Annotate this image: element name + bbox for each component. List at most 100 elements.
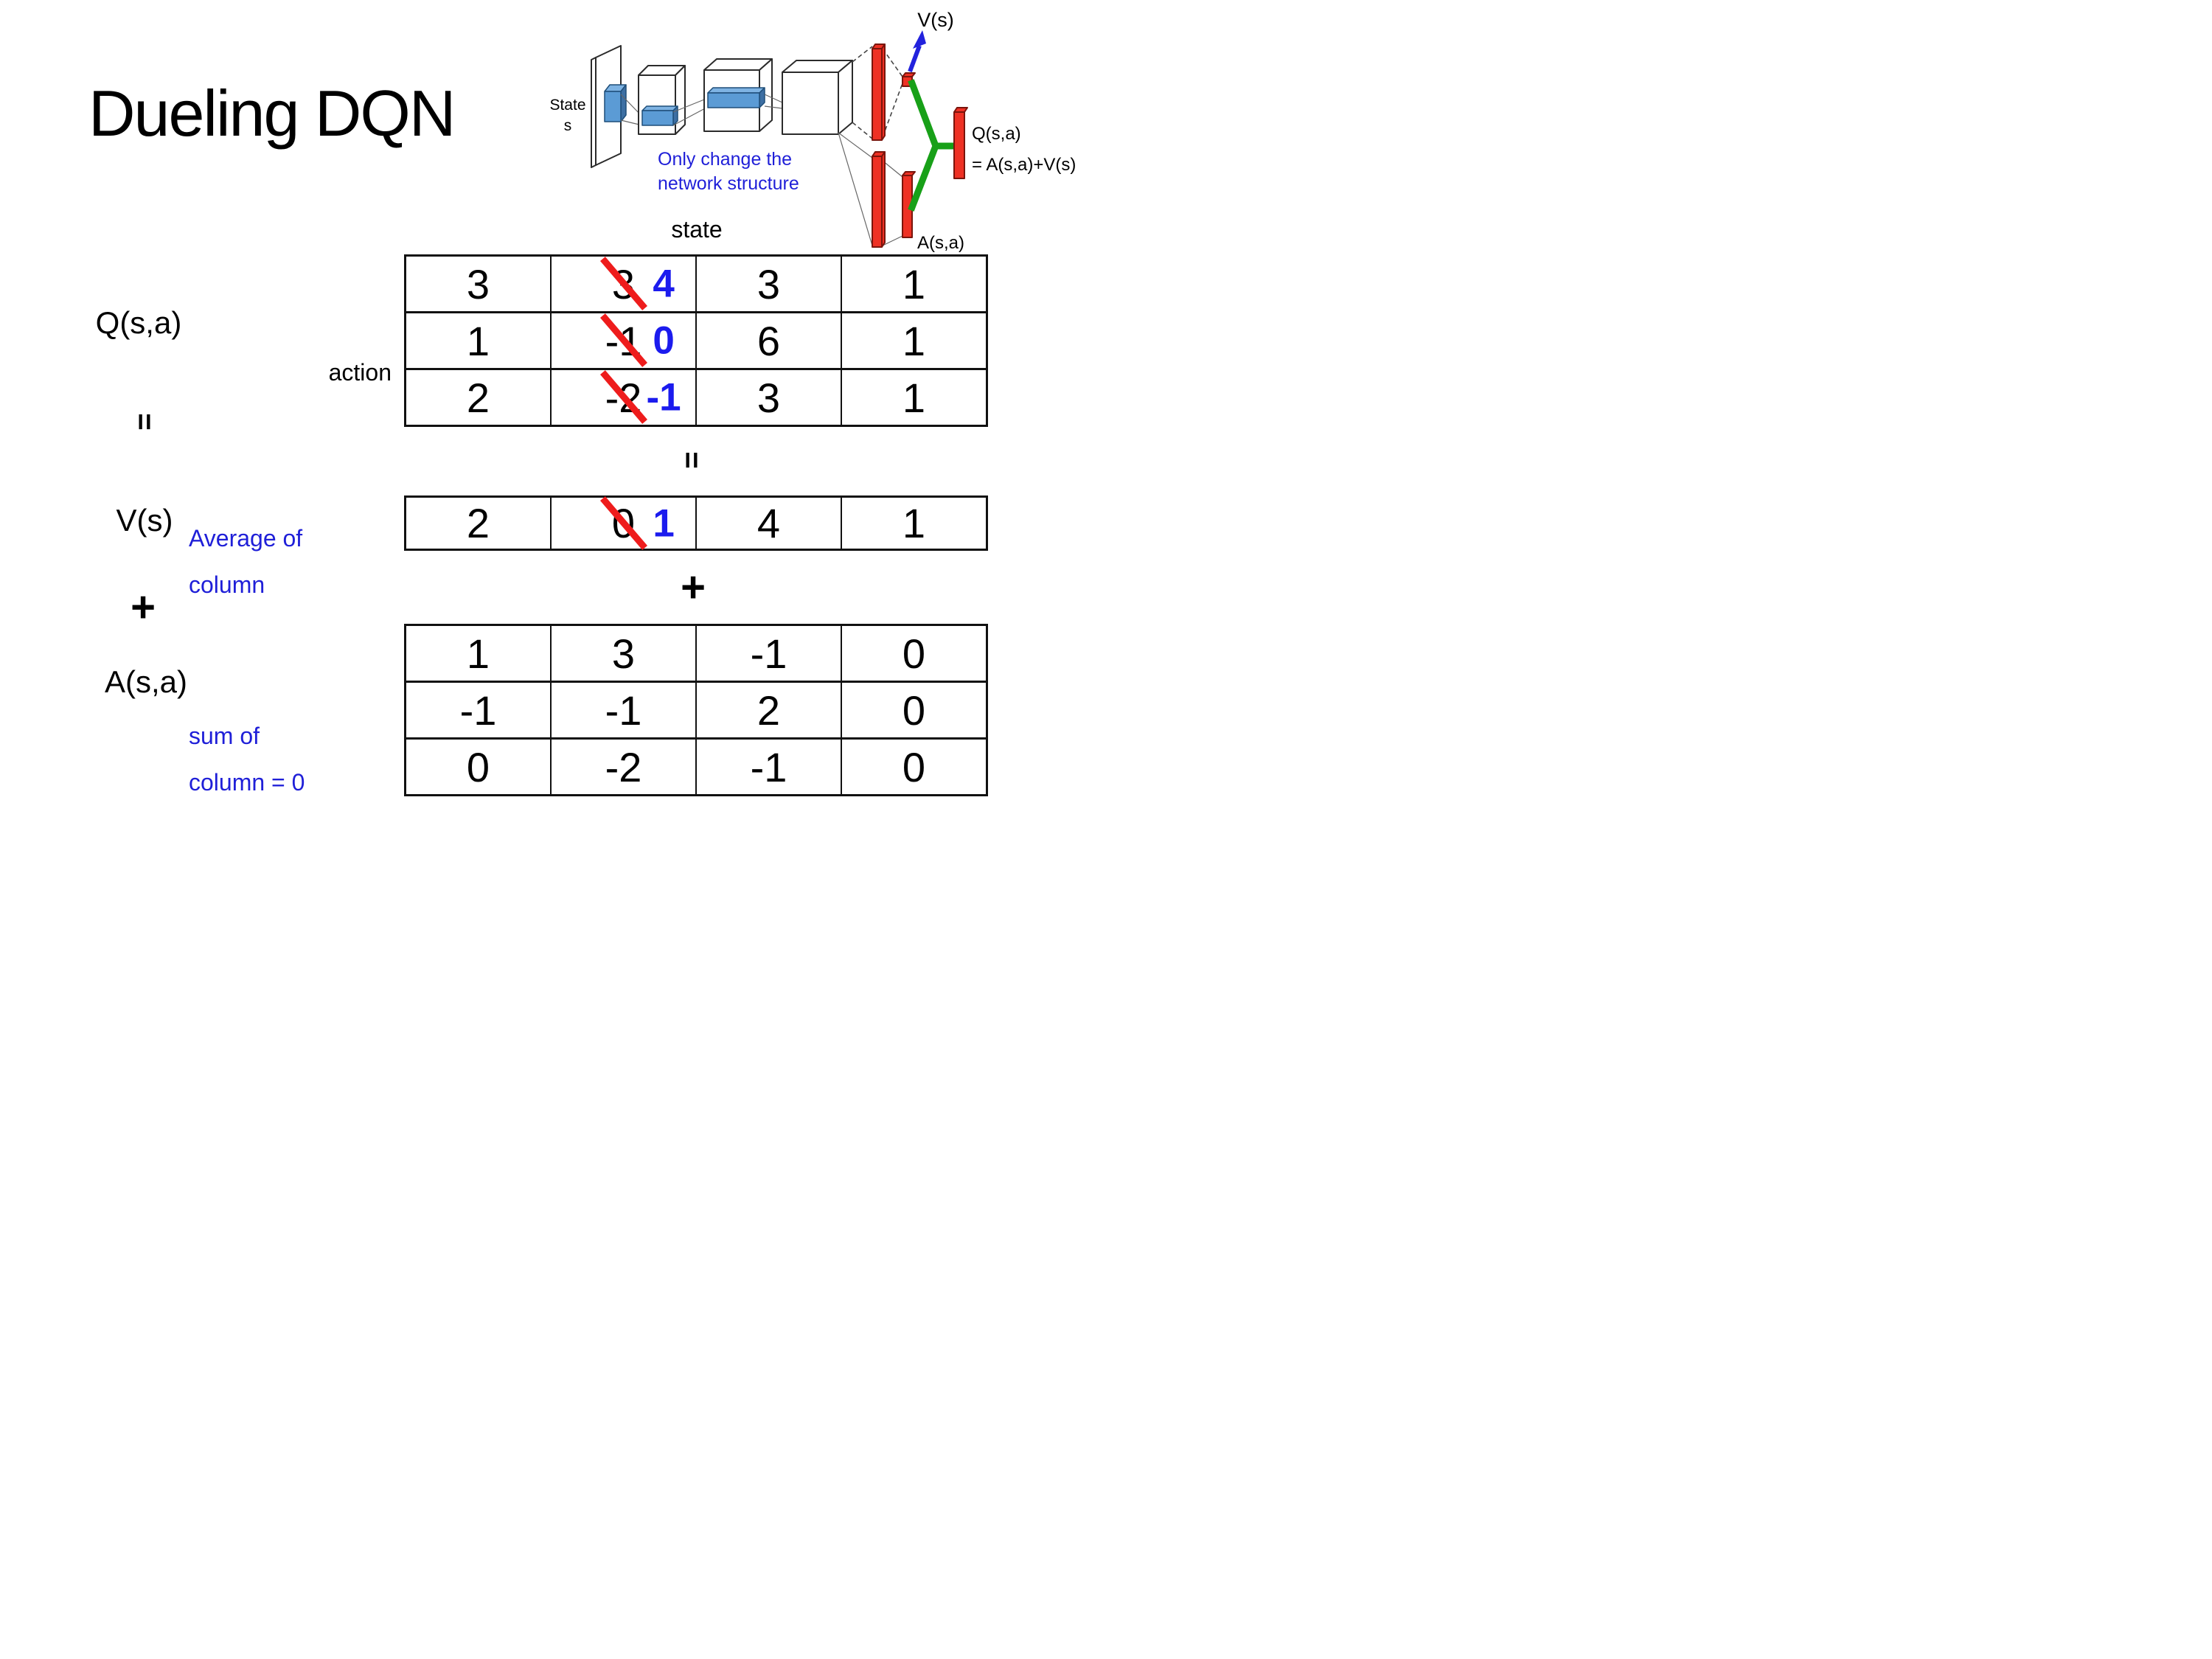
connector-line <box>620 119 643 126</box>
dashed-connector <box>882 83 903 138</box>
cell-value: -1 <box>750 630 787 677</box>
cell-value: 3 <box>757 374 781 421</box>
conv-box-4 <box>782 72 839 135</box>
conv-filter-3-side-icon <box>759 87 765 108</box>
cell-value: 2 <box>466 500 490 546</box>
table-cell: 34 <box>552 257 697 311</box>
table-cell: 01 <box>552 495 697 550</box>
q-function-label: Q(s,a) <box>95 305 182 340</box>
average-note-line2: column <box>189 571 265 598</box>
connector-line <box>672 106 709 126</box>
advantage-node <box>902 175 913 238</box>
connector-line <box>620 94 643 117</box>
cell-value: 0 <box>466 743 490 790</box>
conv-box-3 <box>703 69 760 132</box>
table-cell: -1 <box>552 683 697 737</box>
fc-bar-advantage <box>872 156 883 248</box>
table-cell: 4 <box>697 498 842 549</box>
connector-line <box>764 105 783 109</box>
table-cell: 2 <box>697 683 842 737</box>
table-cell: -2 <box>552 740 697 794</box>
connector-line <box>882 235 903 246</box>
fc-bar-advantage-side <box>881 151 886 248</box>
cell-value: 1 <box>902 260 926 307</box>
cell-value: 6 <box>757 317 781 364</box>
sum-note-line1: sum of <box>189 723 260 749</box>
connector-line <box>672 97 709 113</box>
dashed-connector <box>852 46 873 63</box>
diagram-state-s-label: s <box>564 117 572 134</box>
table-cell: -1 <box>406 683 552 737</box>
table-cell: 0 <box>842 626 986 681</box>
cell-value: 1 <box>902 374 926 421</box>
action-axis-label: action <box>328 359 392 386</box>
cell-value: 3 <box>757 260 781 307</box>
value-node-top <box>902 72 916 77</box>
vs-arrow <box>908 44 922 73</box>
corrected-value: 0 <box>653 319 675 363</box>
table-cell: 3 <box>697 257 842 311</box>
diagram-state-label: State <box>549 97 585 114</box>
conv-filter-2-side-icon <box>672 105 678 126</box>
corrected-value: -1 <box>646 375 681 420</box>
corrected-value: 1 <box>653 501 675 545</box>
conv-filter-2-top-icon <box>641 105 678 111</box>
average-of-column-note: Average of column <box>189 515 302 608</box>
diagram-vs-label: V(s) <box>917 9 954 31</box>
advantage-function-label: A(s,a) <box>104 664 187 699</box>
conv-filter-3-top-icon <box>707 87 765 94</box>
table-cell: -1 <box>697 740 842 794</box>
fc-bar-advantage-top <box>872 151 886 157</box>
q-output-bar-top <box>953 107 968 113</box>
conv-box-4-top <box>782 60 853 73</box>
table-cell: -1 <box>697 626 842 681</box>
conv-filter-1-icon <box>604 91 622 122</box>
cell-value: 0 <box>902 630 926 677</box>
diagram-qsa-formula: = A(s,a)+V(s) <box>972 155 1076 175</box>
equals-sign-center: = <box>675 451 708 469</box>
connector-line <box>764 94 783 103</box>
connector-line <box>838 132 873 246</box>
table-cell: -2-1 <box>552 370 697 425</box>
cell-value: 2 <box>466 374 490 421</box>
conv-box-4-side <box>838 60 853 135</box>
value-node <box>902 76 913 87</box>
conv-filter-1-top-icon <box>604 84 627 92</box>
table-cell: 2 <box>406 498 552 549</box>
conv-box-2-top <box>638 65 686 76</box>
connector-line <box>882 160 903 178</box>
dashed-connector <box>852 122 873 139</box>
cell-value: 3 <box>611 630 636 677</box>
average-note-line1: Average of <box>189 525 303 552</box>
cell-value: -1 <box>750 743 787 790</box>
sum-note-line2: column = 0 <box>189 769 305 796</box>
fc-bar-value-top <box>872 44 886 49</box>
table-cell: 0 <box>406 740 552 794</box>
plus-sign-left: + <box>131 583 156 631</box>
input-sheet <box>595 45 622 166</box>
conv-filter-2-icon <box>641 110 674 126</box>
diagram-qsa-label: Q(s,a) <box>972 124 1021 144</box>
table-cell: 6 <box>697 313 842 368</box>
fc-bar-value <box>872 48 883 141</box>
table-cell: 3 <box>697 370 842 425</box>
conv-filter-1-side-icon <box>620 84 627 122</box>
conv-box-3-top <box>703 58 773 71</box>
sum-of-column-note: sum of column = 0 <box>189 713 305 806</box>
conv-filter-3-icon <box>707 92 760 108</box>
table-cell: 0 <box>842 740 986 794</box>
table-row: 2 0141 <box>406 495 986 550</box>
cell-value: 0 <box>902 686 926 734</box>
input-sheet-edge <box>591 57 597 168</box>
conv-box-2-side <box>675 65 686 135</box>
cell-value: -1 <box>459 686 497 734</box>
cell-value: -2 <box>605 743 642 790</box>
table-cell: 2 <box>406 370 552 425</box>
table-cell: 1 <box>406 313 552 368</box>
table-cell: 1 <box>842 370 986 425</box>
table-row: 33431 <box>406 257 986 313</box>
table-cell: 0 <box>842 683 986 737</box>
dashed-connector <box>882 48 903 77</box>
